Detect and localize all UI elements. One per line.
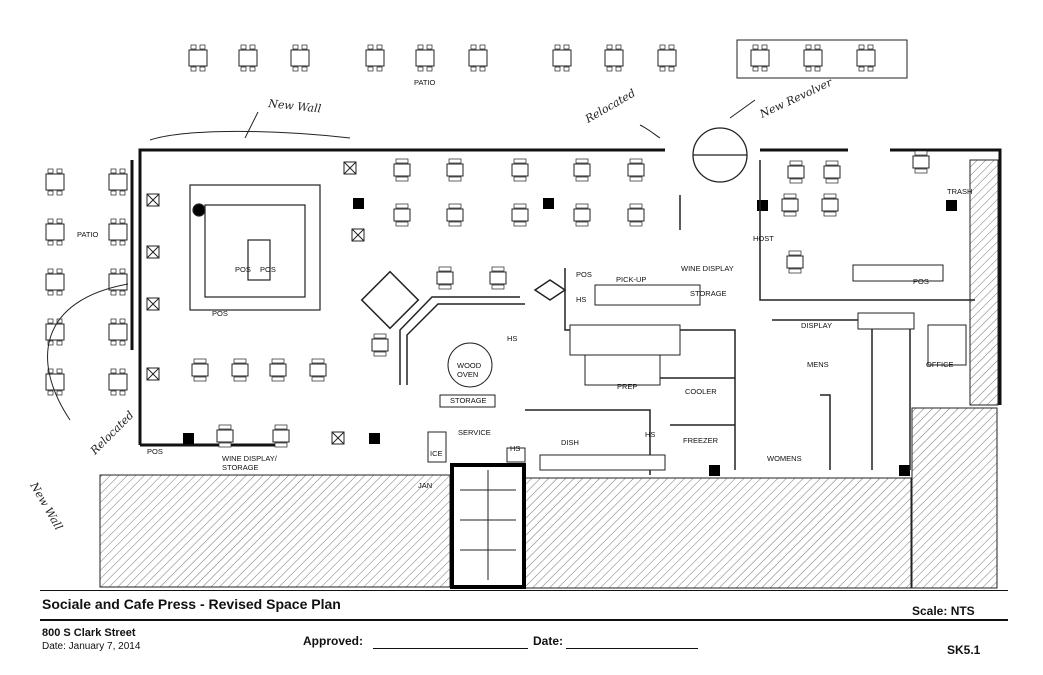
label-pick-up: PICK-UP (616, 275, 646, 284)
title-block-address: 800 S Clark Street (42, 627, 136, 639)
patio-tables-left (45, 168, 128, 396)
label-hs-1: HS (576, 295, 586, 304)
title-block-scale: Scale: NTS (912, 604, 975, 618)
label-pos-bar-bottom: POS (212, 309, 228, 318)
label-office: OFFICE (926, 360, 954, 369)
annotation-new-wall-top: New Wall (267, 97, 323, 116)
label-wood: WOOD (457, 361, 482, 370)
label-mens: MENS (807, 360, 829, 369)
structural-columns (183, 198, 957, 476)
label-wine-display: WINE DISPLAY (681, 264, 734, 273)
label-cooler: COOLER (685, 387, 717, 396)
hatched-areas (99, 159, 999, 589)
label-storage-left: STORAGE (222, 463, 259, 472)
label-hs-3: HS (645, 430, 655, 439)
date-underline (566, 648, 698, 649)
bar-island (189, 184, 321, 311)
label-trash: TRASH (947, 187, 972, 196)
x-markers (146, 161, 365, 445)
label-oven: OVEN (457, 370, 478, 379)
floor-plan-drawing: PATIO PATIO POS POS POS POS WINE DISPLAY… (27, 39, 1002, 589)
label-wine-display-left: WINE DISPLAY/ (222, 454, 278, 463)
title-block-rule-mid (40, 619, 1008, 621)
label-hs-4: HS (510, 444, 520, 453)
room-labels: PATIO PATIO POS POS POS POS WINE DISPLAY… (77, 78, 972, 490)
exterior-walls (138, 148, 1002, 447)
label-display: DISPLAY (801, 321, 832, 330)
label-dish: DISH (561, 438, 579, 447)
label-host: HOST (753, 234, 774, 243)
title-block-title: Sociale and Cafe Press - Revised Space P… (42, 596, 341, 612)
title-block-sheet-number: SK5.1 (947, 643, 981, 657)
approved-underline (373, 648, 528, 649)
label-pos-lower-left: POS (147, 447, 163, 456)
annotation-new-wall-left: New Wall (27, 479, 65, 533)
label-hs-2: HS (507, 334, 517, 343)
title-block-date-label: Date: (533, 634, 564, 648)
label-prep: PREP (617, 382, 637, 391)
stair-core (450, 463, 526, 589)
label-pos-right: POS (913, 277, 929, 286)
label-service: SERVICE (458, 428, 491, 437)
annotation-new-revolver: New Revolver (757, 76, 835, 122)
label-freezer: FREEZER (683, 436, 719, 445)
patio-tables-top (188, 39, 908, 79)
title-block-approved-label: Approved: (303, 634, 363, 648)
label-pos-kitchen: POS (576, 270, 592, 279)
label-womens: WOMENS (767, 454, 802, 463)
label-storage: STORAGE (690, 289, 727, 298)
label-patio-left: PATIO (77, 230, 99, 239)
annotation-relocated-left: Relocated (87, 409, 136, 458)
label-pos-bar-left: POS (235, 265, 251, 274)
label-storage-oven: STORAGE (450, 396, 487, 405)
kitchen-equipment (427, 264, 967, 471)
dining-tables (191, 150, 930, 448)
title-block-date: Date: January 7, 2014 (42, 641, 141, 652)
label-patio-top: PATIO (414, 78, 436, 87)
label-ice: ICE (430, 449, 443, 458)
label-pos-bar-right: POS (260, 265, 276, 274)
interior-walls (360, 160, 975, 475)
title-block-rule-top (40, 590, 1008, 591)
label-jan: JAN (418, 481, 432, 490)
revolving-door (692, 127, 748, 183)
annotation-relocated: Relocated (582, 87, 638, 127)
